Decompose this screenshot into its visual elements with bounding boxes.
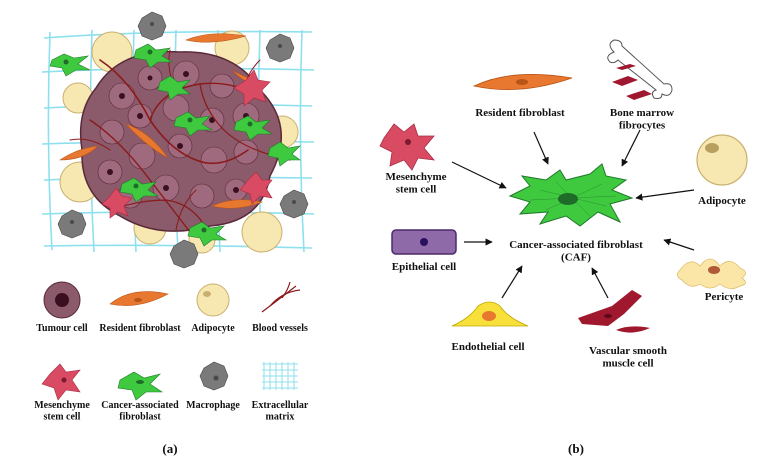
legend-icon-macrophage	[199, 361, 229, 391]
panel-a: Tumour cell Resident fibroblast Adipocyt…	[34, 11, 315, 456]
label-line: Extracellular	[252, 400, 309, 411]
label-line: Blood vessels	[252, 323, 308, 334]
arrows	[451, 129, 695, 299]
legend-icon-tumour	[43, 281, 81, 319]
arrow-adipocyte-to-caf	[635, 189, 695, 201]
source-vascular-smooth-muscle-cell	[578, 290, 650, 333]
label-resident-fibroblast: Resident fibroblast	[475, 107, 565, 119]
label-line: muscle cell	[602, 358, 653, 370]
label-epithelial-cell: Epithelial cell	[392, 261, 456, 273]
legend-icon-adipocyte	[196, 283, 230, 317]
arrow-pericyte-to-caf	[663, 238, 695, 251]
label-line: Epithelial cell	[392, 261, 456, 273]
label-line: Cancer-associated fibroblast	[509, 239, 643, 251]
arrow-vsmc-to-caf	[591, 267, 609, 299]
label-line: fibroblast	[119, 412, 161, 423]
arrow-msc-to-caf	[451, 161, 507, 189]
legend-icon-mesenchyme-stem-cell	[41, 363, 81, 401]
legend-label-tumour: Tumour cell	[36, 323, 88, 334]
legend-label-macrophage: Macrophage	[186, 400, 240, 411]
arrow-resident-to-caf	[533, 131, 549, 165]
label-line: Resident fibroblast	[99, 323, 181, 334]
caf-cluster	[49, 43, 301, 247]
label-line: matrix	[266, 412, 295, 423]
arrow-endothelial-to-caf	[501, 265, 523, 299]
legend-icon-extracellular-matrix	[262, 362, 298, 390]
legend-label-blood-vessels: Blood vessels	[252, 323, 308, 334]
source-endothelial-cell	[451, 301, 529, 327]
label-line: Endothelial cell	[451, 341, 524, 353]
panel-b: Cancer-associated fibroblast(CAF) Reside…	[379, 39, 748, 456]
source-mesenchyme-stem-cell	[379, 123, 435, 171]
central-caf-illustration	[508, 163, 634, 227]
label-line: Cancer-associated	[101, 400, 179, 411]
blood-vessel-network	[69, 49, 291, 237]
legend-label-adipocyte: Adipocyte	[191, 323, 235, 334]
label-line: Pericyte	[705, 291, 744, 303]
label-line: Adipocyte	[191, 323, 235, 334]
legend-icon-blood-vessels	[261, 281, 301, 313]
center-caf-label: Cancer-associated fibroblast(CAF)	[509, 239, 643, 264]
label-endothelial-cell: Endothelial cell	[451, 341, 524, 353]
label-line: fibrocytes	[619, 120, 666, 132]
source-bone-marrow-fibrocytes	[607, 39, 673, 100]
label-line: Bone marrow	[610, 107, 674, 119]
label-line: Mesenchyme	[385, 171, 446, 183]
label-line: Vascular smooth	[589, 345, 667, 357]
source-epithelial-cell	[391, 229, 457, 255]
legend-icon-caf	[117, 371, 163, 401]
label-adipocyte: Adipocyte	[698, 195, 746, 207]
panel-a-label: (a)	[162, 441, 177, 456]
mesenchyme-stem-cell-cluster	[101, 69, 273, 219]
label-line: stem cell	[396, 184, 437, 196]
label-line: Mesenchyme	[34, 400, 90, 411]
resident-fibroblast-cluster	[59, 33, 271, 209]
panel-b-label: (b)	[568, 441, 584, 456]
label-line: Tumour cell	[36, 323, 88, 334]
source-resident-fibroblast	[472, 74, 573, 90]
label-pericyte: Pericyte	[705, 291, 744, 303]
label-line: stem cell	[44, 412, 81, 423]
legend-label-resident-fibroblast: Resident fibroblast	[99, 323, 181, 334]
label-line: Resident fibroblast	[475, 107, 565, 119]
label-line: Adipocyte	[698, 195, 746, 207]
legend-icon-resident-fibroblast	[109, 291, 169, 306]
label-line: Macrophage	[186, 400, 240, 411]
arrow-bone-marrow-to-caf	[621, 129, 641, 167]
source-pericyte	[677, 258, 746, 289]
label-line: (CAF)	[561, 252, 591, 264]
source-adipocyte	[696, 134, 748, 186]
